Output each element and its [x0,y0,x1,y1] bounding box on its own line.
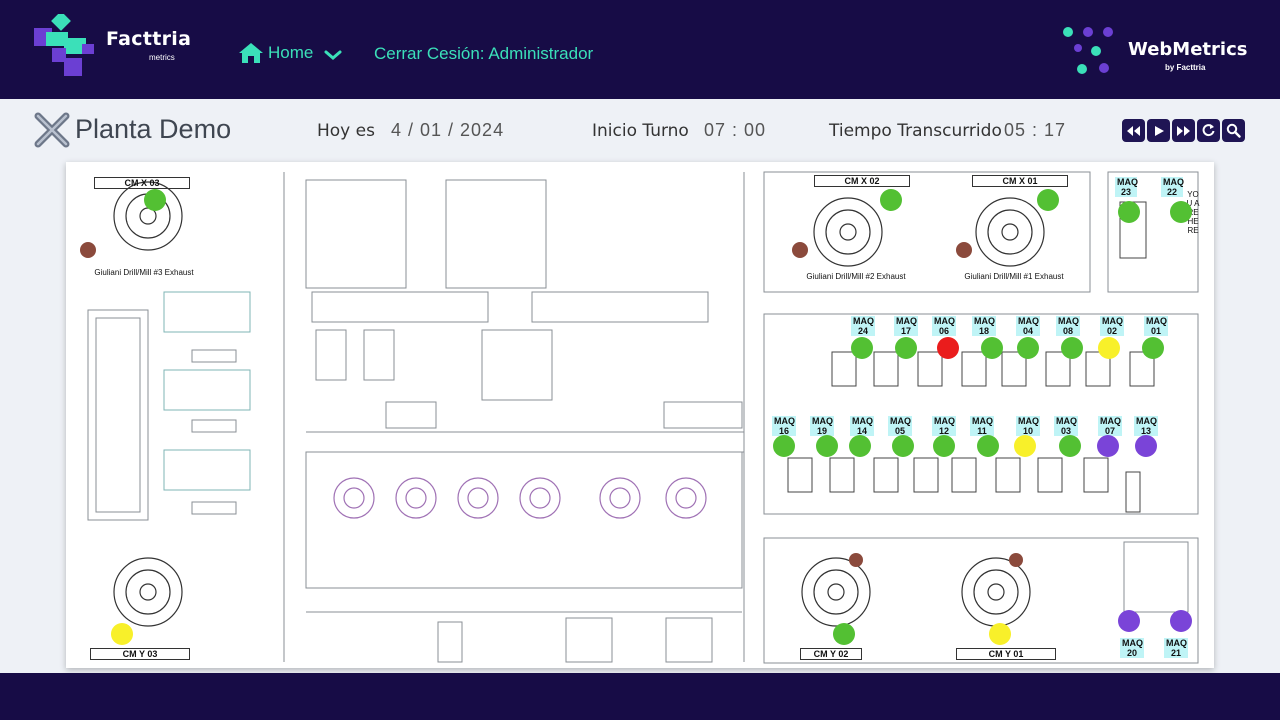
facttria-logo-icon [34,11,94,76]
fast-forward-icon [1177,125,1190,136]
home-menu[interactable]: Home [238,42,343,64]
play-icon [1154,125,1164,136]
status-dot-maq-02[interactable] [1098,337,1120,359]
plant-x-icon [34,112,70,148]
cmy02-label: CM Y 02 [800,648,862,660]
status-dot-maq-04[interactable] [1017,337,1039,359]
maq-24-label: MAQ 24 [851,316,875,336]
floor-plan: CM X 03 CM X 02 CM X 01 CM Y 03 CM Y 02 … [66,162,1214,668]
maq-14-label: MAQ 14 [850,416,874,436]
top-header: Facttria metrics Home Cerrar Cesión: Adm… [0,0,1280,99]
maq-23-label: MAQ 23 [1115,177,1138,197]
maq-01-label: MAQ 01 [1144,316,1168,336]
webmetrics-name: WebMetrics [1128,39,1248,60]
maq-13-label: MAQ 13 [1134,416,1158,436]
home-icon [239,43,263,63]
you-are-here-label: YOU ARE HERE [1186,190,1200,235]
rewind-icon [1127,125,1140,136]
status-dot-maq-20[interactable] [1118,610,1140,632]
status-dot-maq-22[interactable] [1170,201,1192,223]
brand-sub: metrics [149,53,175,62]
cmx03-label: CM X 03 [94,177,190,189]
status-dot-maq-13[interactable] [1135,435,1157,457]
maq-07-label: MAQ 07 [1098,416,1122,436]
maq-04-label: MAQ 04 [1016,316,1040,336]
drill-exhaust-2-label: Giuliani Drill/Mill #2 Exhaust [806,272,906,281]
status-dot-cmx02[interactable] [880,189,902,211]
cmy03-label: CM Y 03 [90,648,190,660]
status-dot-maq-14[interactable] [849,435,871,457]
elapsed-value: 05 : 17 [1004,120,1067,140]
cmx01-label: CM X 01 [972,175,1068,187]
status-dot-maq-06[interactable] [937,337,959,359]
status-dot-cmy03[interactable] [111,623,133,645]
reset-button[interactable] [1197,119,1220,142]
floor-plan-drawing [80,171,1199,664]
maq-06-label: MAQ 06 [932,316,956,336]
status-dot-cmy01[interactable] [989,623,1011,645]
drill-exhaust-3-label: Giuliani Drill/Mill #3 Exhaust [94,268,194,277]
refresh-icon [1202,124,1215,137]
brand-name: Facttria [106,28,192,50]
status-dot-maq-07[interactable] [1097,435,1119,457]
webmetrics-sub: by Facttria [1165,63,1206,72]
maq-21-label: MAQ 21 [1164,638,1188,658]
status-dot-maq-10[interactable] [1014,435,1036,457]
maq-20-label: MAQ 20 [1120,638,1144,658]
elapsed-label: Tiempo Transcurrido [829,121,1002,141]
status-dot-maq-03[interactable] [1059,435,1081,457]
shift-start-value: 07 : 00 [704,120,767,140]
status-dot-maq-08[interactable] [1061,337,1083,359]
search-button[interactable] [1222,119,1245,142]
status-dot-maq-17[interactable] [895,337,917,359]
maq-05-label: MAQ 05 [888,416,912,436]
maq-08-label: MAQ 08 [1056,316,1080,336]
facttria-logo[interactable]: Facttria metrics [34,11,191,78]
maq-19-label: MAQ 19 [810,416,834,436]
webmetrics-logo: WebMetrics by Facttria [1058,22,1258,82]
chevron-down-icon [324,50,342,60]
home-label: Home [268,43,314,62]
maq-03-label: MAQ 03 [1054,416,1078,436]
maq-11-label: MAQ 11 [970,416,994,436]
drill-exhaust-1-label: Giuliani Drill/Mill #1 Exhaust [964,272,1064,281]
status-dot-maq-21[interactable] [1170,610,1192,632]
status-dot-cmx01[interactable] [1037,189,1059,211]
maq-10-label: MAQ 10 [1016,416,1040,436]
playback-controls [1122,119,1245,142]
bottom-footer [0,673,1280,720]
today-label: Hoy es [317,121,375,141]
cmy01-label: CM Y 01 [956,648,1056,660]
status-dot-maq-18[interactable] [981,337,1003,359]
webmetrics-dots-icon [1063,27,1113,74]
status-dot-maq-12[interactable] [933,435,955,457]
maq-12-label: MAQ 12 [932,416,956,436]
status-dot-maq-23[interactable] [1118,201,1140,223]
status-dot-maq-19[interactable] [816,435,838,457]
fast-forward-button[interactable] [1172,119,1195,142]
play-button[interactable] [1147,119,1170,142]
maq-22-label: MAQ 22 [1161,177,1184,197]
maq-18-label: MAQ 18 [972,316,996,336]
status-dot-maq-24[interactable] [851,337,873,359]
status-dot-cmy02[interactable] [833,623,855,645]
maq-16-label: MAQ 16 [772,416,796,436]
status-dot-maq-01[interactable] [1142,337,1164,359]
status-dot-maq-11[interactable] [977,435,999,457]
status-dot-maq-16[interactable] [773,435,795,457]
plant-title: Planta Demo [75,114,232,144]
search-icon [1226,123,1241,138]
shift-start-label: Inicio Turno [592,121,689,141]
status-dot-cmx03[interactable] [144,189,166,211]
today-value: 4 / 01 / 2024 [391,120,505,140]
cmx02-label: CM X 02 [814,175,910,187]
status-dot-maq-05[interactable] [892,435,914,457]
logout-link[interactable]: Cerrar Cesión: Administrador [374,44,594,63]
maq-02-label: MAQ 02 [1100,316,1124,336]
rewind-button[interactable] [1122,119,1145,142]
maq-17-label: MAQ 17 [894,316,918,336]
